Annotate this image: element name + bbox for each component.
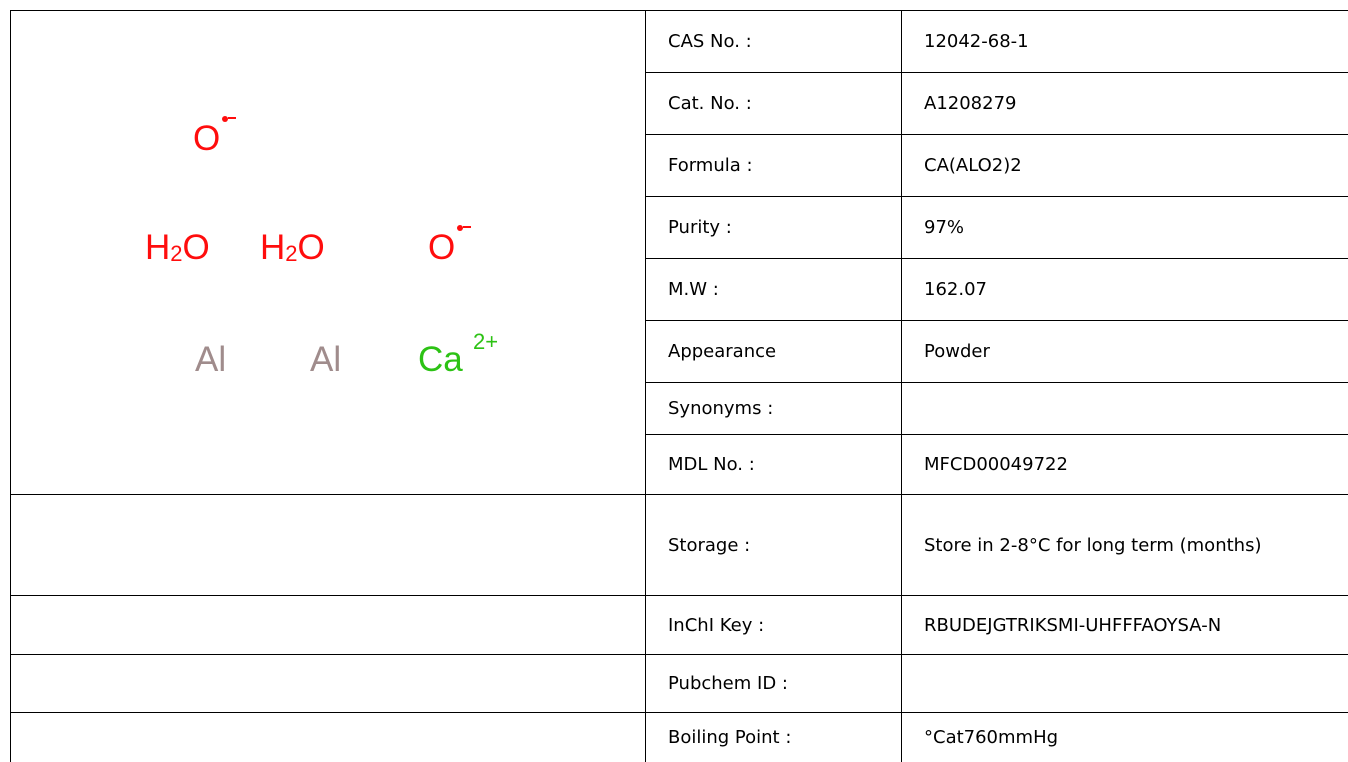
calcium-charge: 2+ [473,329,499,354]
cas-number-label: CAS No. : [668,31,752,52]
chemical-structure-image: O H2O H2O O Al Al Ca 2+ [10,10,644,494]
formula-value: CA(ALO2)2 [924,155,1022,176]
row-divider [645,196,1348,197]
molecular-weight-value: 162.07 [924,279,987,300]
row-divider [10,494,1348,495]
row-divider [10,595,1348,596]
boiling-point-label: Boiling Point : [668,727,792,748]
row-divider [645,434,1348,435]
appearance-value: Powder [924,341,990,362]
inchi-key-value: RBUDEJGTRIKSMI-UHFFFAOYSA-N [924,614,1222,636]
appearance-label: Appearance [668,341,777,362]
formula-label: Formula : [668,155,753,176]
row-divider [645,134,1348,135]
catalog-number-value: A1208279 [924,93,1017,114]
table-border-top [10,10,1348,11]
row-divider [645,72,1348,73]
oxygen-atom-top: O [193,119,221,158]
molecular-weight-label: M.W : [668,279,719,300]
row-divider [645,320,1348,321]
mdl-number-label: MDL No. : [668,454,755,475]
boiling-point-value: °Cat760mmHg [924,727,1059,748]
inchi-key-label: InChI Key : [668,614,765,636]
water-molecule-left: H2O [145,228,210,267]
row-divider [645,382,1348,383]
negative-charge-mark [463,226,471,228]
purity-value: 97% [924,217,965,238]
row-divider [10,712,1348,713]
mdl-number-value: MFCD00049722 [924,454,1068,475]
water-molecule-right: H2O [260,228,325,267]
negative-charge-mark [228,117,236,119]
synonyms-value [902,383,1348,434]
radical-dot [222,116,228,122]
cas-number-value: 12042-68-1 [924,31,1029,52]
storage-value: Store in 2-8°C for long term (months) [924,534,1262,556]
purity-label: Purity : [668,217,732,238]
row-divider [10,654,1348,655]
synonyms-label: Synonyms : [668,398,774,419]
catalog-number-label: Cat. No. : [668,93,752,114]
column-divider [901,10,902,762]
pubchem-id-value [902,655,1348,712]
calcium-atom: Ca [418,340,463,379]
storage-label: Storage : [668,534,751,556]
aluminium-atom-left: Al [195,340,227,379]
oxygen-atom-right: O [428,228,456,267]
aluminium-atom-right: Al [310,340,342,379]
row-divider [645,258,1348,259]
pubchem-id-label: Pubchem ID : [668,673,788,694]
column-divider [645,10,646,762]
radical-dot [457,225,463,231]
table-border-left [10,10,11,762]
